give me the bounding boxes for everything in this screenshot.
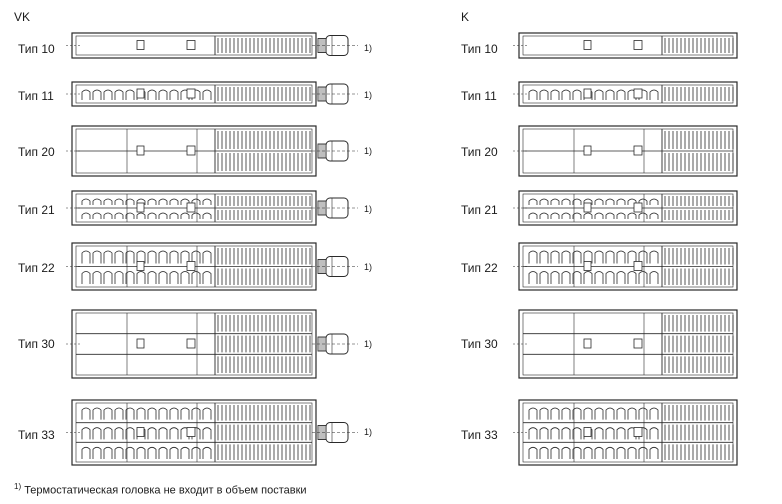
row-label: Тип 22 (18, 261, 55, 275)
radiator-type-22-vk (66, 242, 358, 291)
radiator-type-11-vk (66, 81, 358, 107)
radiator-type-21-k (513, 190, 738, 226)
radiator-type-33-k (513, 399, 738, 466)
row-label: Тип 33 (461, 428, 498, 442)
row-label: Тип 30 (18, 337, 55, 351)
panel-title-vk: VK (14, 10, 31, 24)
radiator-type-11-k (513, 81, 738, 107)
row-label: Тип 20 (461, 145, 498, 159)
row-label: Тип 10 (18, 42, 55, 56)
row-label: Тип 20 (18, 145, 55, 159)
row-label: Тип 30 (461, 337, 498, 351)
footnote-text: Термостатическая головка не входит в объ… (24, 484, 307, 497)
radiator-type-30-vk (66, 309, 358, 379)
footnote-ref: 1) (364, 204, 373, 214)
row-label: Тип 11 (461, 89, 497, 103)
footnote-mark: 1) (14, 482, 22, 491)
footnote: 1) Термостатическая головка не входит в … (14, 482, 307, 497)
radiator-type-30-k (513, 309, 738, 379)
footnote-ref: 1) (364, 262, 373, 272)
row-label: Тип 21 (461, 203, 498, 217)
footnote-ref: 1) (364, 43, 373, 53)
radiator-type-20-vk (66, 125, 358, 177)
row-label: Тип 11 (18, 89, 54, 103)
footnote-ref: 1) (364, 339, 373, 349)
radiator-type-10-vk (66, 32, 358, 59)
radiator-type-22-k (513, 242, 738, 291)
footnote-ref: 1) (364, 90, 373, 100)
row-label: Тип 21 (18, 203, 55, 217)
row-label: Тип 10 (461, 42, 498, 56)
panel-title-k: K (461, 10, 470, 24)
radiator-type-33-vk (66, 399, 358, 466)
radiator-type-10-k (513, 32, 738, 59)
radiator-type-20-k (513, 125, 738, 177)
radiator-type-21-vk (66, 190, 358, 226)
footnote-ref: 1) (364, 146, 373, 156)
footnote-ref: 1) (364, 427, 373, 437)
row-label: Тип 22 (461, 261, 498, 275)
row-label: Тип 33 (18, 428, 55, 442)
